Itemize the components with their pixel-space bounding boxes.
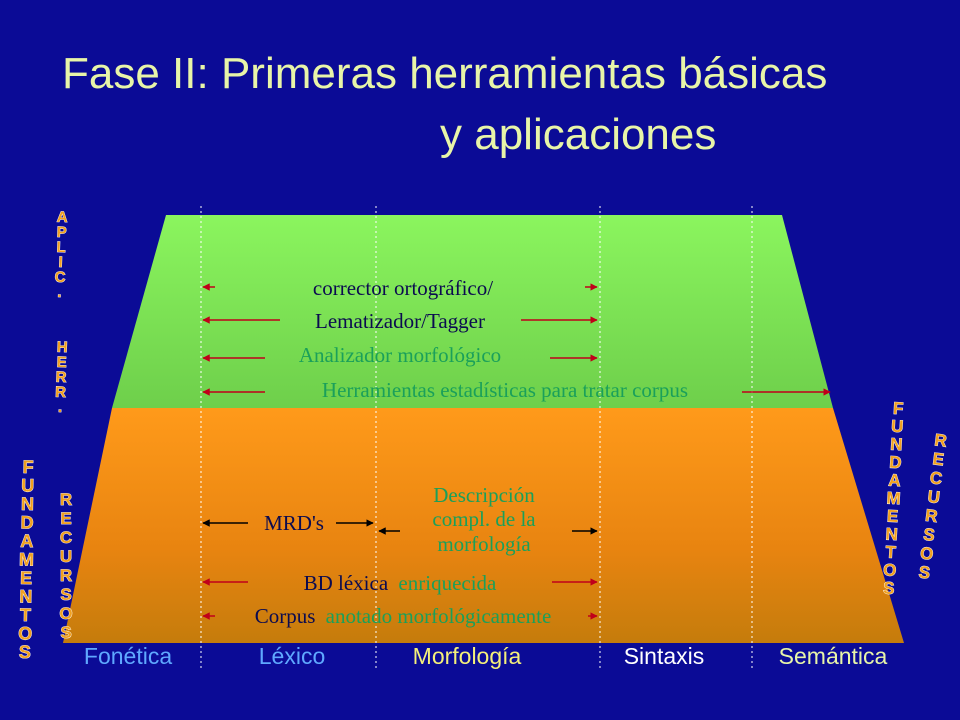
- column-label-semantica: Semántica: [779, 643, 888, 669]
- lower-band: [63, 408, 904, 643]
- item-descripcion-1: Descripción: [433, 483, 535, 507]
- item-herramientas: Herramientas estadísticas para tratar co…: [322, 378, 688, 402]
- column-label-lexico: Léxico: [259, 643, 325, 669]
- column-label-fonetica: Fonética: [84, 643, 172, 669]
- item-corpus-dark: Corpus: [255, 604, 316, 628]
- upper-arrows: [202, 283, 831, 396]
- item-analizador: Analizador morfológico: [299, 343, 501, 367]
- side-label-right-fundamentos: FUNDAMENTOS: [881, 399, 906, 598]
- column-label-sintaxis: Sintaxis: [624, 643, 705, 669]
- item-corpus-green: anotado morfológicamente: [326, 604, 552, 628]
- lower-arrows: [202, 519, 598, 620]
- item-bd-lexica: BD léxica enriquecida: [304, 571, 497, 595]
- item-mrds: MRD's: [264, 511, 324, 535]
- item-bd-lexica-dark: BD léxica: [304, 571, 389, 595]
- upper-band: [112, 215, 833, 408]
- title-line-2: y aplicaciones: [440, 110, 717, 159]
- side-label-aplic: APLIC.: [54, 209, 68, 301]
- side-label-right-recursos: RECURSOS: [917, 430, 949, 582]
- side-label-left-fundamentos: FUNDAMENTOS: [17, 457, 36, 662]
- item-descripcion-3: morfología: [437, 532, 531, 556]
- column-label-morfologia: Morfología: [413, 643, 522, 669]
- title-line-1: Fase II: Primeras herramientas básicas: [62, 49, 828, 98]
- column-dividers: [200, 206, 753, 668]
- item-corpus: Corpus anotado morfológicamente: [255, 604, 552, 628]
- item-bd-lexica-green: enriquecida: [398, 571, 497, 595]
- item-descripcion-2: compl. de la: [432, 507, 536, 531]
- side-label-herr: HERR.: [54, 339, 68, 416]
- item-lematizador: Lematizador/Tagger: [315, 309, 485, 333]
- item-corrector: corrector ortográfico/: [313, 276, 493, 300]
